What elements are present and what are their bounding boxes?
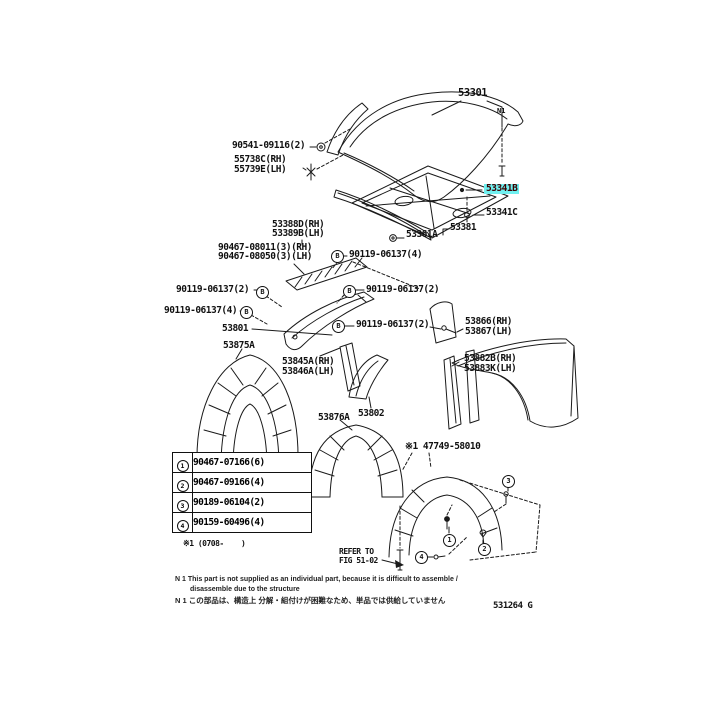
row-number-badge: 1 — [176, 460, 189, 472]
fastener-table: 1 90467-07166(6) 2 90467-09166(4) 3 9018… — [172, 452, 312, 533]
fastener-row[interactable]: 2 90467-09166(4) — [172, 472, 312, 493]
part-label-90119-mid2[interactable]: 90119-06137(2) — [356, 319, 430, 330]
part-label-53875A[interactable]: 53875A — [223, 340, 255, 351]
part-label-53341C[interactable]: 53341C — [486, 207, 518, 218]
part-label-90119-top[interactable]: 90119-06137(4) — [349, 249, 423, 260]
part-label-55738C[interactable]: 55738C(RH) — [234, 154, 287, 165]
note-en-line1: N 1 This part is not supplied as an indi… — [175, 576, 458, 583]
fastener-row[interactable]: 3 90189-06104(2) — [172, 492, 312, 513]
part-label-53876A[interactable]: 53876A — [318, 412, 350, 423]
bolt-callout-b: B — [256, 286, 269, 299]
fastener-part-number[interactable]: 90467-09166(4) — [192, 472, 312, 493]
part-label-53388D[interactable]: 53388D(RH) — [272, 219, 325, 230]
bolt-callout-b: B — [343, 285, 356, 298]
bolt-callout-b: B — [332, 320, 345, 333]
part-label-53801[interactable]: 53801 — [222, 323, 249, 334]
bolt-callout-b: B — [331, 250, 344, 263]
part-label-53301[interactable]: 53301 — [458, 87, 488, 99]
number-callout-4: 4 — [415, 551, 428, 564]
bolt-callout-b: B — [240, 306, 253, 319]
refer-to-text: REFER TO — [339, 547, 374, 556]
figure-code: 531264 G — [493, 601, 533, 611]
refer-to-fig[interactable]: FIG 51-02 — [339, 556, 378, 565]
number-callout-2: 2 — [478, 543, 491, 556]
note-en-line2: disassemble due to the structure — [190, 586, 300, 593]
part-label-53802[interactable]: 53802 — [358, 408, 385, 419]
fastener-row[interactable]: 4 90159-60496(4) — [172, 512, 312, 533]
part-label-90467-rh[interactable]: 90467-08011(3)(RH) — [218, 242, 312, 253]
note-jp: N 1 この部品は、構造上 分解・組付けが困難なため、単品では供給していません — [175, 596, 446, 605]
applicability-note: ※1 (0708- ) — [183, 539, 246, 548]
part-label-53866[interactable]: 53866(RH) — [465, 316, 512, 327]
part-label-53883K[interactable]: 53883K(LH) — [464, 363, 517, 374]
part-label-53341B[interactable]: 53341B — [484, 183, 520, 194]
part-label-53381[interactable]: 53381 — [450, 222, 477, 233]
part-label-90467-lh[interactable]: 90467-08050(3)(LH) — [218, 251, 312, 262]
part-label-90119-left4[interactable]: 90119-06137(4) — [164, 305, 238, 316]
part-label-90541-09116[interactable]: 90541-09116(2) — [232, 140, 306, 151]
fastener-row[interactable]: 1 90467-07166(6) — [172, 452, 312, 473]
fastener-part-number[interactable]: 90159-60496(4) — [192, 512, 312, 533]
part-label-53867[interactable]: 53867(LH) — [465, 326, 512, 337]
fastener-part-number[interactable]: 90467-07166(6) — [192, 452, 312, 473]
fastener-part-number[interactable]: 90189-06104(2) — [192, 492, 312, 513]
number-callout-1: 1 — [443, 534, 456, 547]
part-label-53845A[interactable]: 53845A(RH) — [282, 356, 335, 367]
part-label-90119-right2[interactable]: 90119-06137(2) — [366, 284, 440, 295]
part-label-47749-58010[interactable]: ※1 47749-58010 — [405, 441, 481, 452]
row-number-badge: 4 — [176, 520, 189, 532]
part-label-55739E[interactable]: 55739E(LH) — [234, 164, 287, 175]
part-label-90119-left2[interactable]: 90119-06137(2) — [176, 284, 250, 295]
part-label-53389B[interactable]: 53389B(LH) — [272, 228, 325, 239]
part-label-53846A[interactable]: 53846A(LH) — [282, 366, 335, 377]
row-number-badge: 2 — [176, 480, 189, 492]
note-mark-n1: N1 — [497, 107, 506, 115]
row-number-badge: 3 — [176, 500, 189, 512]
number-callout-3: 3 — [502, 475, 515, 488]
part-label-53882B[interactable]: 53882B(RH) — [464, 353, 517, 364]
part-label-53361A[interactable]: 53361A — [406, 229, 438, 240]
